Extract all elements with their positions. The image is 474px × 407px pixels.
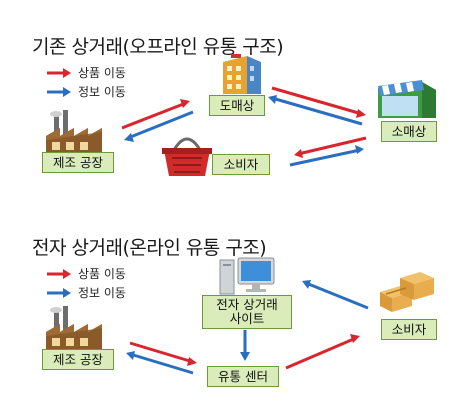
info-arrow-wholesale-to-factory bbox=[124, 110, 194, 142]
shopping-basket-icon bbox=[162, 137, 212, 176]
computer-icon bbox=[219, 257, 275, 295]
info-arrow-retail-to-wholesale bbox=[268, 95, 363, 126]
online-legend-goods: 상품 이동 bbox=[46, 265, 126, 282]
legend-info-label: 정보 이동 bbox=[78, 286, 126, 300]
goods-arrow-distribution-to-consumer bbox=[285, 334, 360, 370]
factory-label: 제조 공장 bbox=[42, 349, 114, 370]
goods-arrow-retail-to-consumer bbox=[294, 136, 367, 158]
info-arrow-site-to-distribution bbox=[240, 330, 250, 361]
goods-arrow-factory-to-distribution bbox=[129, 341, 197, 366]
goods-arrow-wholesale-to-retail bbox=[271, 86, 366, 118]
info-arrow-distribution-to-factory bbox=[126, 351, 194, 375]
factory-icon bbox=[46, 110, 102, 156]
building-icon bbox=[223, 54, 261, 94]
boxes-icon bbox=[380, 272, 434, 312]
info-arrow-consumer-to-site bbox=[302, 280, 369, 310]
consumer-label: 소비자 bbox=[212, 154, 270, 175]
ecommerce-site-label-line1: 전자 상거래 bbox=[216, 297, 278, 312]
store-icon bbox=[378, 80, 436, 118]
consumer-label: 소비자 bbox=[381, 319, 437, 340]
info-arrow-icon bbox=[47, 287, 71, 298]
online-legend-info: 정보 이동 bbox=[46, 284, 126, 301]
wholesale-label: 도매상 bbox=[209, 95, 265, 116]
legend-goods-label: 상품 이동 bbox=[78, 267, 126, 281]
offline-legend-info: 정보 이동 bbox=[46, 83, 126, 100]
retail-label: 소매상 bbox=[381, 121, 437, 142]
goods-arrow-factory-to-wholesale bbox=[121, 99, 190, 130]
goods-arrow-icon bbox=[47, 268, 71, 279]
legend-goods-label: 상품 이동 bbox=[78, 66, 126, 80]
distribution-center-label: 유통 센터 bbox=[207, 366, 279, 387]
goods-arrow-icon bbox=[47, 67, 71, 78]
offline-legend-goods: 상품 이동 bbox=[46, 64, 126, 81]
online-title: 전자 상거래(온라인 유통 구조) bbox=[32, 237, 267, 259]
ecommerce-site-label: 전자 상거래 사이트 bbox=[202, 295, 292, 329]
factory-label: 제조 공장 bbox=[42, 152, 114, 173]
legend-info-label: 정보 이동 bbox=[78, 85, 126, 99]
offline-title: 기존 상거래(오프라인 유통 구조) bbox=[32, 36, 284, 58]
factory-icon bbox=[46, 306, 102, 352]
info-arrow-icon bbox=[47, 86, 71, 97]
info-arrow-consumer-to-retail bbox=[289, 145, 364, 167]
ecommerce-site-label-line2: 사이트 bbox=[229, 311, 265, 326]
